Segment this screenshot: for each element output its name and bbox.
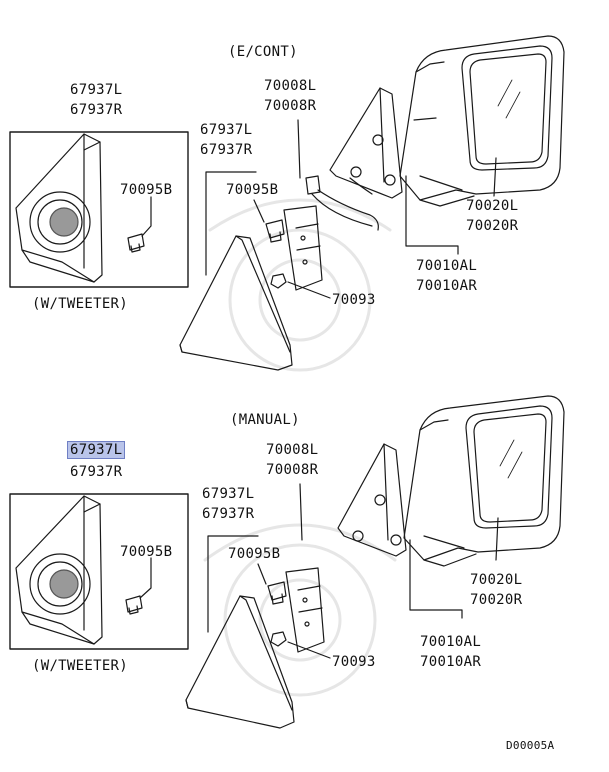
top-variant-label: (E/CONT): [228, 44, 298, 60]
top-inset-clip-leader: [141, 196, 152, 237]
bottom-inset-clip-leader: [139, 557, 152, 599]
top-mirror-glass: [461, 45, 553, 171]
top-nut: [270, 273, 287, 289]
bottom-nut: [270, 631, 287, 647]
bottom-nut-leader: [287, 641, 331, 659]
top-inset-clip-part-number[interactable]: 70095B: [120, 182, 173, 198]
top-bracket-part-number-2[interactable]: 70008R: [264, 98, 317, 114]
bottom-clip-part-number[interactable]: 70095B: [228, 546, 281, 562]
bottom-cover-part-number-2[interactable]: 67937R: [202, 506, 255, 522]
top-triangle-cover: [179, 235, 293, 371]
top-cover-part-number-2[interactable]: 67937R: [200, 142, 253, 158]
top-glass-part-number-1[interactable]: 70020L: [466, 198, 519, 214]
bottom-glass-part-number-1[interactable]: 70020L: [470, 572, 523, 588]
bottom-inset-clip: [125, 595, 143, 615]
bottom-cover-leader: [207, 535, 259, 633]
bottom-mirror-base: [337, 443, 407, 557]
top-cover-leader: [205, 171, 257, 276]
bottom-inset-box: [9, 493, 189, 650]
bottom-inset-cover-with-tweeter: [15, 495, 103, 645]
bottom-inset-part-number-2[interactable]: 67937R: [70, 464, 123, 480]
top-mirror-leader: [405, 175, 459, 255]
watermark-emblem: [203, 198, 397, 697]
top-inset-part-number-1[interactable]: 67937L: [70, 82, 123, 98]
bottom-mirror-glass: [465, 405, 553, 529]
bottom-bracket-part-number-1[interactable]: 70008L: [266, 442, 319, 458]
bottom-glass-leader: [495, 517, 499, 561]
top-clip: [265, 219, 285, 243]
bottom-inset-part-number-1-selected[interactable]: 67937L: [67, 441, 126, 459]
bottom-triangle-cover: [185, 595, 295, 729]
bottom-bracket-leader: [299, 483, 303, 541]
bottom-inset-clip-part-number[interactable]: 70095B: [120, 544, 173, 560]
top-clip-part-number[interactable]: 70095B: [226, 182, 279, 198]
top-mirror-part-number-2[interactable]: 70010AR: [416, 278, 478, 294]
top-bracket-leader: [297, 119, 301, 179]
top-inset-cover-with-tweeter: [15, 133, 103, 283]
top-glass-leader: [493, 157, 497, 197]
top-nut-leader: [287, 281, 331, 299]
top-mirror-part-number-1[interactable]: 70010AL: [416, 258, 478, 274]
top-inset-part-number-2[interactable]: 67937R: [70, 102, 123, 118]
bottom-mirror-body: [403, 395, 565, 567]
bottom-bracket-part-number-2[interactable]: 70008R: [266, 462, 319, 478]
top-glass-part-number-2[interactable]: 70020R: [466, 218, 519, 234]
top-inset-box: [9, 131, 189, 288]
bottom-inset-caption: (W/TWEETER): [32, 658, 129, 674]
top-mirror-base: [329, 87, 403, 199]
top-connector-harness: [305, 175, 379, 231]
top-cover-part-number-1[interactable]: 67937L: [200, 122, 253, 138]
top-nut-part-number[interactable]: 70093: [332, 292, 376, 308]
bottom-cover-part-number-1[interactable]: 67937L: [202, 486, 255, 502]
bottom-clip: [267, 581, 287, 605]
bottom-clip-leader: [257, 563, 267, 585]
bottom-mirror-part-number-2[interactable]: 70010AR: [420, 654, 482, 670]
bottom-bracket: [285, 567, 325, 653]
bottom-glass-part-number-2[interactable]: 70020R: [470, 592, 523, 608]
bottom-mirror-leader: [409, 539, 463, 619]
bottom-mirror-part-number-1[interactable]: 70010AL: [420, 634, 482, 650]
selected-part-highlight[interactable]: 67937L: [67, 441, 126, 459]
top-clip-leader: [253, 199, 265, 223]
top-inset-caption: (W/TWEETER): [32, 296, 129, 312]
bottom-variant-label: (MANUAL): [230, 412, 300, 428]
top-bracket-part-number-1[interactable]: 70008L: [264, 78, 317, 94]
top-bracket: [283, 205, 323, 291]
top-mirror-body: [399, 35, 565, 207]
top-inset-clip: [127, 233, 145, 253]
diagram-code: D00005A: [506, 739, 555, 752]
bottom-nut-part-number[interactable]: 70093: [332, 654, 376, 670]
